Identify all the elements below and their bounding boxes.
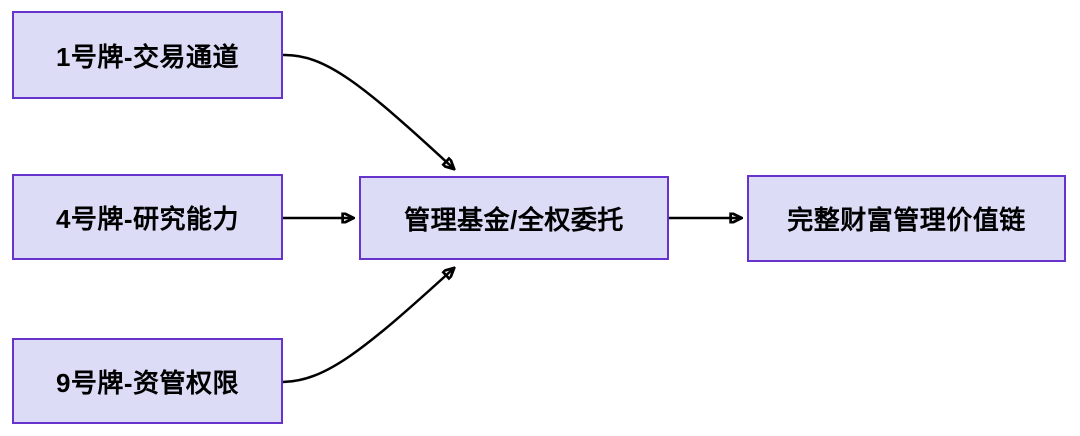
node-center-label: 管理基金/全权委托 bbox=[404, 204, 624, 235]
node-license-4-label: 4号牌-研究能力 bbox=[55, 203, 240, 234]
node-license-9-label: 9号牌-资管权限 bbox=[55, 367, 240, 398]
node-center: 管理基金/全权委托 bbox=[359, 176, 669, 260]
node-license-4: 4号牌-研究能力 bbox=[12, 174, 283, 260]
node-license-1-label: 1号牌-交易通道 bbox=[55, 41, 240, 72]
arrow-license1-to-center bbox=[282, 53, 453, 168]
node-result-label: 完整财富管理价值链 bbox=[787, 205, 1026, 235]
node-result: 完整财富管理价值链 bbox=[747, 175, 1066, 262]
node-license-9: 9号牌-资管权限 bbox=[12, 338, 283, 424]
arrow-license9-to-center bbox=[282, 269, 453, 384]
node-license-1: 1号牌-交易通道 bbox=[12, 11, 283, 99]
